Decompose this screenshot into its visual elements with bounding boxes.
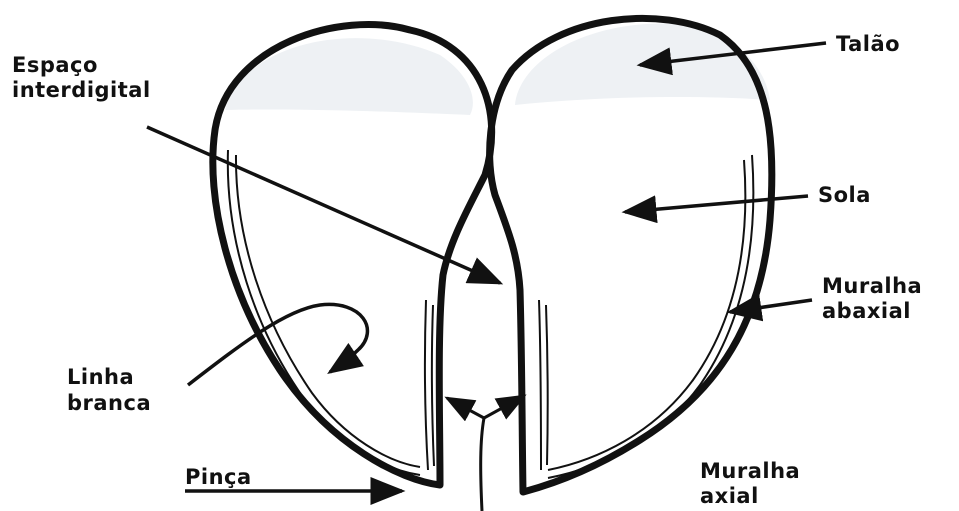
right-axial-inner-line-2 [546, 305, 548, 465]
label-muralha-abaxial-line2: abaxial [822, 301, 911, 322]
arrow-muralha-axial-left [447, 398, 484, 418]
right-axial-inner-line [539, 300, 541, 470]
label-talao: Talão [836, 34, 900, 55]
arrow-muralha-axial-right [484, 396, 524, 418]
left-heel-shading [225, 38, 473, 115]
left-white-line-inner [236, 155, 420, 467]
label-muralha-abaxial-line1: Muralha [822, 276, 922, 297]
label-espaco-interdigital-line2: interdigital [12, 80, 151, 101]
arrow-linha-branca [188, 304, 367, 385]
label-espaco-interdigital-line1: Espaço [12, 55, 98, 76]
label-linha-branca-line2: branca [67, 393, 151, 414]
label-sola: Sola [818, 185, 871, 206]
label-linha-branca-line1: Linha [67, 367, 134, 388]
left-axial-inner-line [425, 300, 428, 470]
arrow-muralha-axial-stem [481, 418, 484, 511]
arrow-espaco-interdigital [147, 127, 500, 283]
label-muralha-axial-line1: Muralha [700, 461, 800, 482]
left-axial-inner-line-2 [432, 305, 434, 466]
right-white-line-inner [548, 160, 745, 470]
arrow-sola [625, 196, 808, 212]
arrow-muralha-abaxial [730, 300, 812, 312]
label-muralha-axial-line2: axial [700, 486, 759, 507]
label-pinca: Pinça [185, 467, 252, 488]
